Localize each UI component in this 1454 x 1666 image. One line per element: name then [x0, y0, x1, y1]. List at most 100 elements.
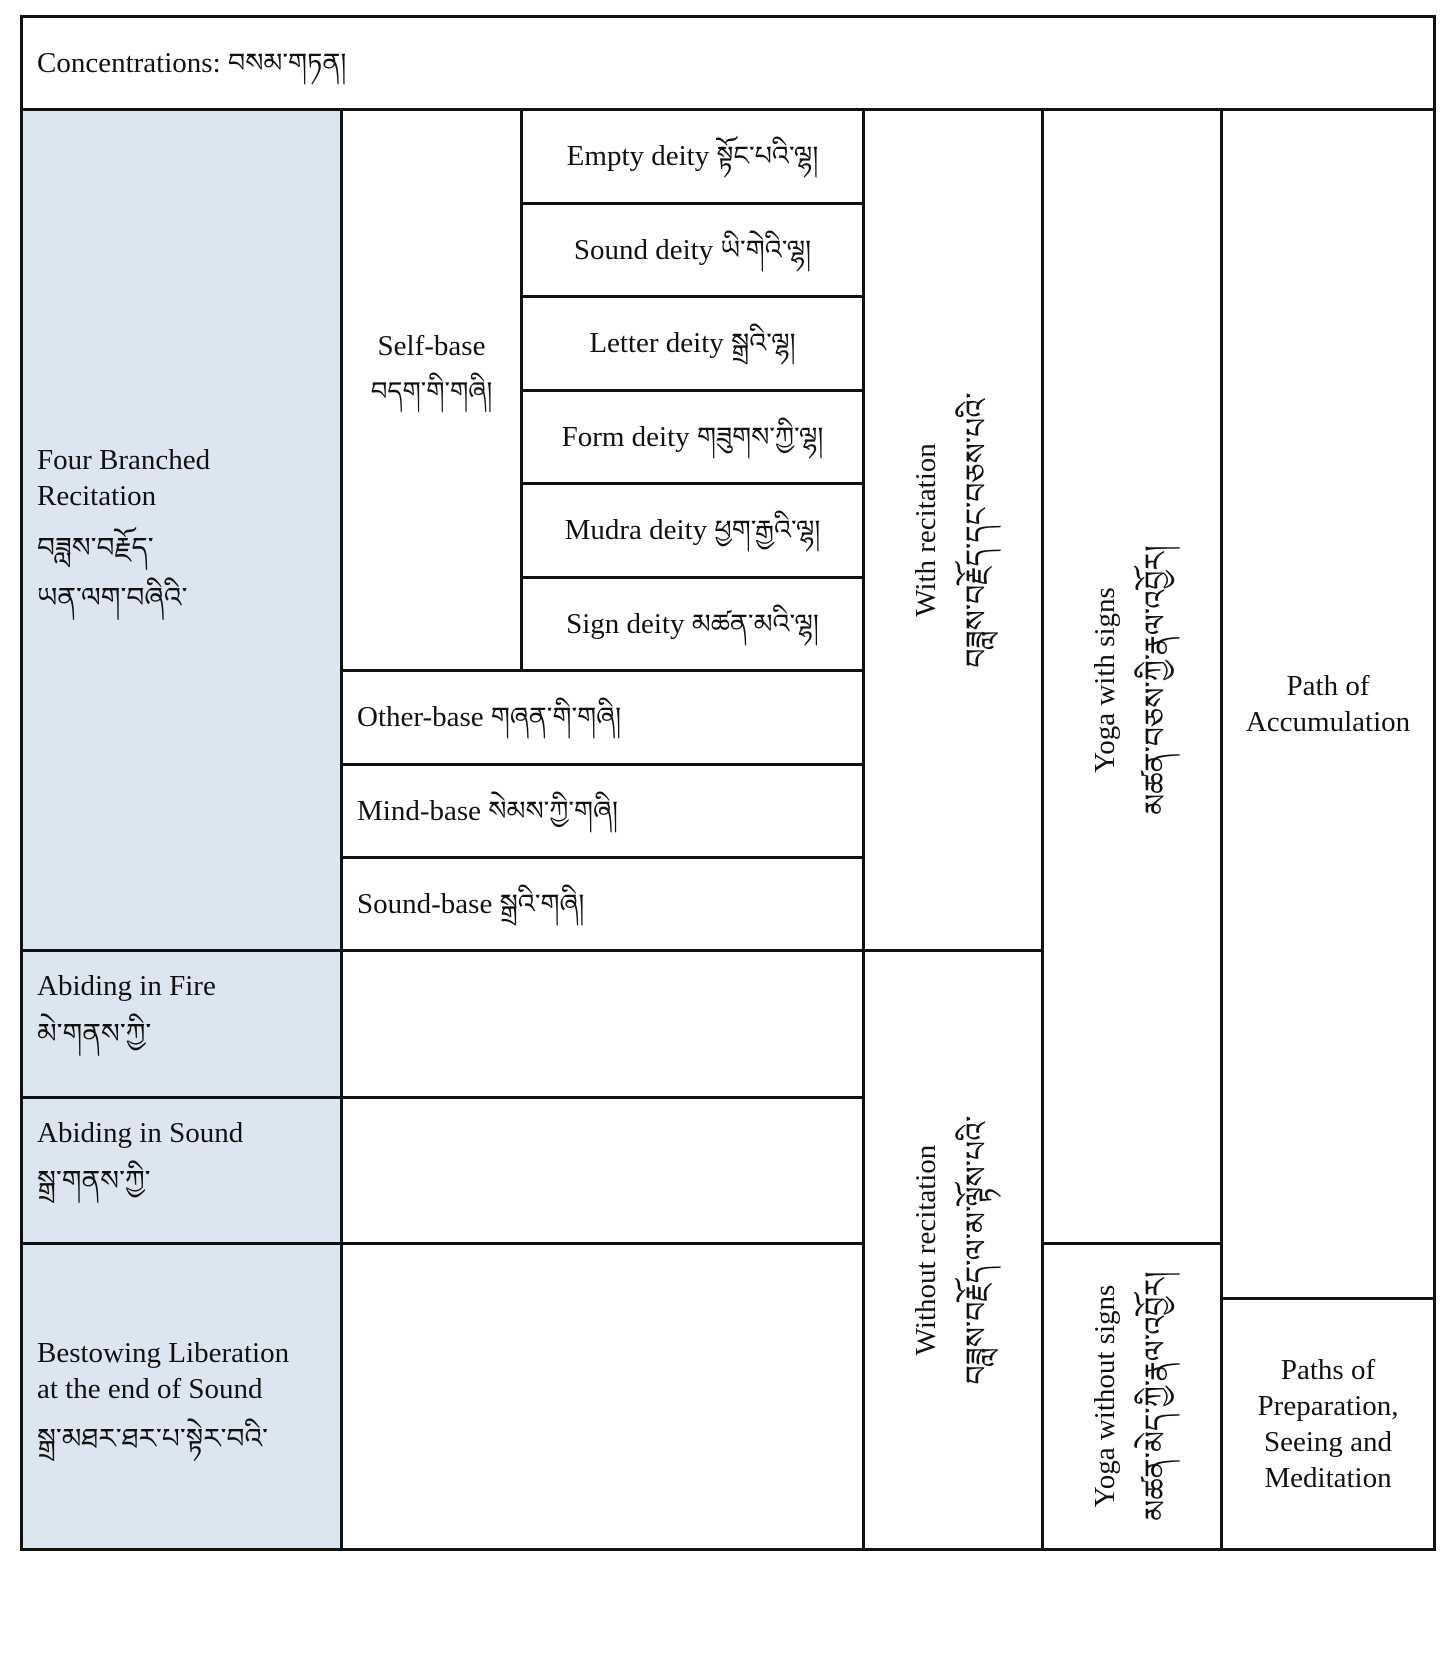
base-divider-2: [342, 856, 864, 859]
fire-bottom: [20, 1096, 864, 1099]
deity-text: Empty deity སྟོང་པའི་ལྷ།: [567, 138, 819, 175]
base-tibetan: སེམས་ཀྱི་གཞི།: [488, 795, 618, 827]
table-frame: [20, 15, 1436, 1551]
path-preparation-line-4: Meditation: [1264, 1462, 1392, 1494]
yoga-without-signs-label: Yoga without signs: [1089, 1284, 1121, 1508]
deity-tibetan: སྟོང་པའི་ལྷ།: [716, 141, 819, 172]
deity-tibetan: མཚན་མའི་ལྷ།: [691, 608, 819, 640]
deity-label: Letter deity: [589, 327, 724, 359]
base-cell: Sound-base སྒྲའི་གཞི།: [343, 859, 862, 949]
deity-text: Sound deity ཡི་གེའི་ལྷ།: [574, 232, 811, 269]
base-cell: Mind-base སེམས་ཀྱི་གཞི།: [343, 766, 862, 856]
col-divider-1: [340, 108, 343, 1551]
base-text: Other-base གཞན་གི་གཞི།: [357, 699, 862, 736]
bestowing-title-2: at the end of Sound: [37, 1372, 263, 1405]
path-preparation-cell: Paths of Preparation, Seeing and Meditat…: [1223, 1300, 1433, 1548]
empty-cell: [343, 952, 862, 1096]
base-tibetan: གཞན་གི་གཞི།: [490, 702, 622, 733]
deity-cell: Form deity གཟུགས་ཀྱི་ལྷ།: [523, 392, 862, 482]
self-base-tibetan: བདག་གི་གཞི།: [370, 377, 493, 407]
abiding-sound-cell: Abiding in Sound སྒྲ་གནས་ཀྱི་: [23, 1099, 340, 1242]
with-recitation-label: With recitation: [910, 443, 942, 617]
sound-bottom: [20, 1242, 864, 1245]
bestowing-tibetan: སྒྲ་མཐར་ཐར་པ་སྟེར་བའི་: [37, 1421, 269, 1455]
deity-tibetan: ཡི་གེའི་ལྷ།: [720, 234, 812, 266]
self-base-cell: Self-base བདག་གི་གཞི།: [343, 111, 520, 669]
empty-cell: [343, 1099, 862, 1242]
deity-tibetan: གཟུགས་ཀྱི་ལྷ།: [696, 421, 824, 453]
yoga-with-signs-cell: Yoga with signs མཚན་བཅས་ཀྱི་རྣལ་འབྱོར།: [1042, 320, 1222, 1040]
four-branched-cell: Four Branched Recitation བཟླས་བརྗོད་ ཡན་…: [23, 111, 340, 949]
deity-cell: Sign deity མཚན་མའི་ལྷ།: [523, 579, 862, 669]
base-text: Sound-base སྒྲའི་གཞི།: [357, 886, 862, 923]
bestowing-title-1: Bestowing Liberation: [37, 1336, 290, 1369]
self-base-bottom: [342, 669, 864, 672]
base-label: Sound-base: [357, 887, 493, 920]
self-base-title: Self-base: [377, 330, 486, 362]
deity-tibetan: སྒྲའི་ལྷ།: [731, 328, 796, 359]
deity-label: Empty deity: [566, 140, 710, 172]
deity-cell: Mudra deity ཕྱག་རྒྱའི་ལྷ།: [523, 485, 862, 576]
deity-text: Letter deity སྒྲའི་ལྷ།: [589, 325, 795, 362]
path-preparation-line-3: Seeing and: [1263, 1426, 1393, 1458]
base-label: Mind-base: [357, 794, 482, 827]
col-divider-2: [520, 108, 523, 672]
deity-text: Form deity གཟུགས་ཀྱི་ལྷ།: [562, 419, 824, 456]
col-divider-5: [1220, 108, 1223, 1551]
base-label: Other-base: [357, 701, 484, 733]
deity-divider-3: [522, 389, 864, 392]
col-divider-3: [862, 108, 865, 1551]
deity-text: Sign deity མཚན་མའི་ལྷ།: [566, 606, 819, 643]
header-cell: Concentrations: བསམ་གཏན།: [23, 18, 1433, 108]
with-recitation-cell: With recitation བཟླས་བརྗོད་དང་བཅས་པའི་: [863, 170, 1043, 890]
header-text: Concentrations: བསམ་གཏན།: [37, 45, 1433, 82]
four-branched-tibetan-2: ཡན་ལག་བཞིའི་: [37, 581, 188, 614]
path-preparation-line-1: Paths of: [1280, 1354, 1376, 1386]
deity-label: Form deity: [561, 420, 690, 453]
deity-divider-1: [522, 202, 864, 205]
deity-divider-2: [522, 295, 864, 298]
base-tibetan: སྒྲའི་གཞི།: [499, 888, 585, 920]
four-branched-tibetan-1: བཟླས་བརྗོད་: [37, 531, 154, 564]
deity-tibetan: ཕྱག་རྒྱའི་ལྷ།: [714, 515, 821, 546]
yoga-without-signs-tibetan: མཚན་མེད་ཀྱི་རྣལ་འབྱོར།: [1139, 1271, 1174, 1521]
without-recitation-cell: Without recitation བཟླས་བརྗོད་ལ་མ་ལྟོས་པ…: [863, 910, 1043, 1590]
deity-label: Sound deity: [573, 233, 714, 266]
deity-cell: Empty deity སྟོང་པའི་ལྷ།: [523, 111, 862, 202]
header-divider: [20, 108, 1436, 111]
deity-divider-5: [522, 576, 864, 579]
without-recitation-label: Without recitation: [910, 1144, 942, 1356]
deity-cell: Sound deity ཡི་གེའི་ལྷ།: [523, 205, 862, 295]
deity-text: Mudra deity ཕྱག་རྒྱའི་ལྷ།: [565, 512, 821, 549]
header-label: Concentrations:: [37, 46, 221, 79]
yoga-with-signs-tibetan: མཚན་བཅས་ཀྱི་རྣལ་འབྱོར།: [1139, 545, 1174, 815]
base-cell: Other-base གཞན་གི་གཞི།: [343, 672, 862, 763]
path-preparation-line-2: Preparation,: [1257, 1390, 1399, 1422]
deity-label: Mudra deity: [564, 514, 708, 546]
yoga-without-signs-cell: Yoga without signs མཚན་མེད་ཀྱི་རྣལ་འབྱོར…: [1042, 1126, 1222, 1666]
deity-cell: Letter deity སྒྲའི་ལྷ།: [523, 298, 862, 389]
abiding-sound-title: Abiding in Sound: [37, 1117, 244, 1149]
deity-label: Sign deity: [566, 607, 685, 640]
bestowing-cell: Bestowing Liberation at the end of Sound…: [23, 1245, 340, 1548]
path-accumulation-cell: Path of Accumulation: [1223, 111, 1433, 1297]
header-tibetan: བསམ་གཏན།: [227, 47, 347, 79]
col-divider-4: [1041, 108, 1044, 1551]
four-branched-title: Four Branched Recitation: [37, 444, 211, 512]
four-branched-bottom: [20, 949, 1043, 952]
empty-cell: [343, 1245, 862, 1548]
without-recitation-tibetan: བཟླས་བརྗོད་ལ་མ་ལྟོས་པའི་: [960, 1115, 995, 1385]
abiding-fire-title: Abiding in Fire: [37, 970, 216, 1002]
path-accumulation-line-1: Path of: [1286, 670, 1370, 702]
yoga-with-signs-label: Yoga with signs: [1089, 587, 1121, 773]
path-divider: [1222, 1297, 1436, 1300]
base-divider-1: [342, 763, 864, 766]
with-recitation-tibetan: བཟླས་བརྗོད་དང་བཅས་པའི་: [960, 392, 995, 668]
deity-divider-4: [522, 482, 864, 485]
abiding-fire-cell: Abiding in Fire མེ་གནས་ཀྱི་: [23, 952, 340, 1096]
left-column-shade: [23, 111, 342, 1548]
path-accumulation-line-2: Accumulation: [1245, 706, 1411, 738]
abiding-sound-tibetan: སྒྲ་གནས་ཀྱི་: [37, 1164, 151, 1197]
yoga-divider: [1043, 1242, 1222, 1245]
abiding-fire-tibetan: མེ་གནས་ཀྱི་: [37, 1017, 152, 1050]
